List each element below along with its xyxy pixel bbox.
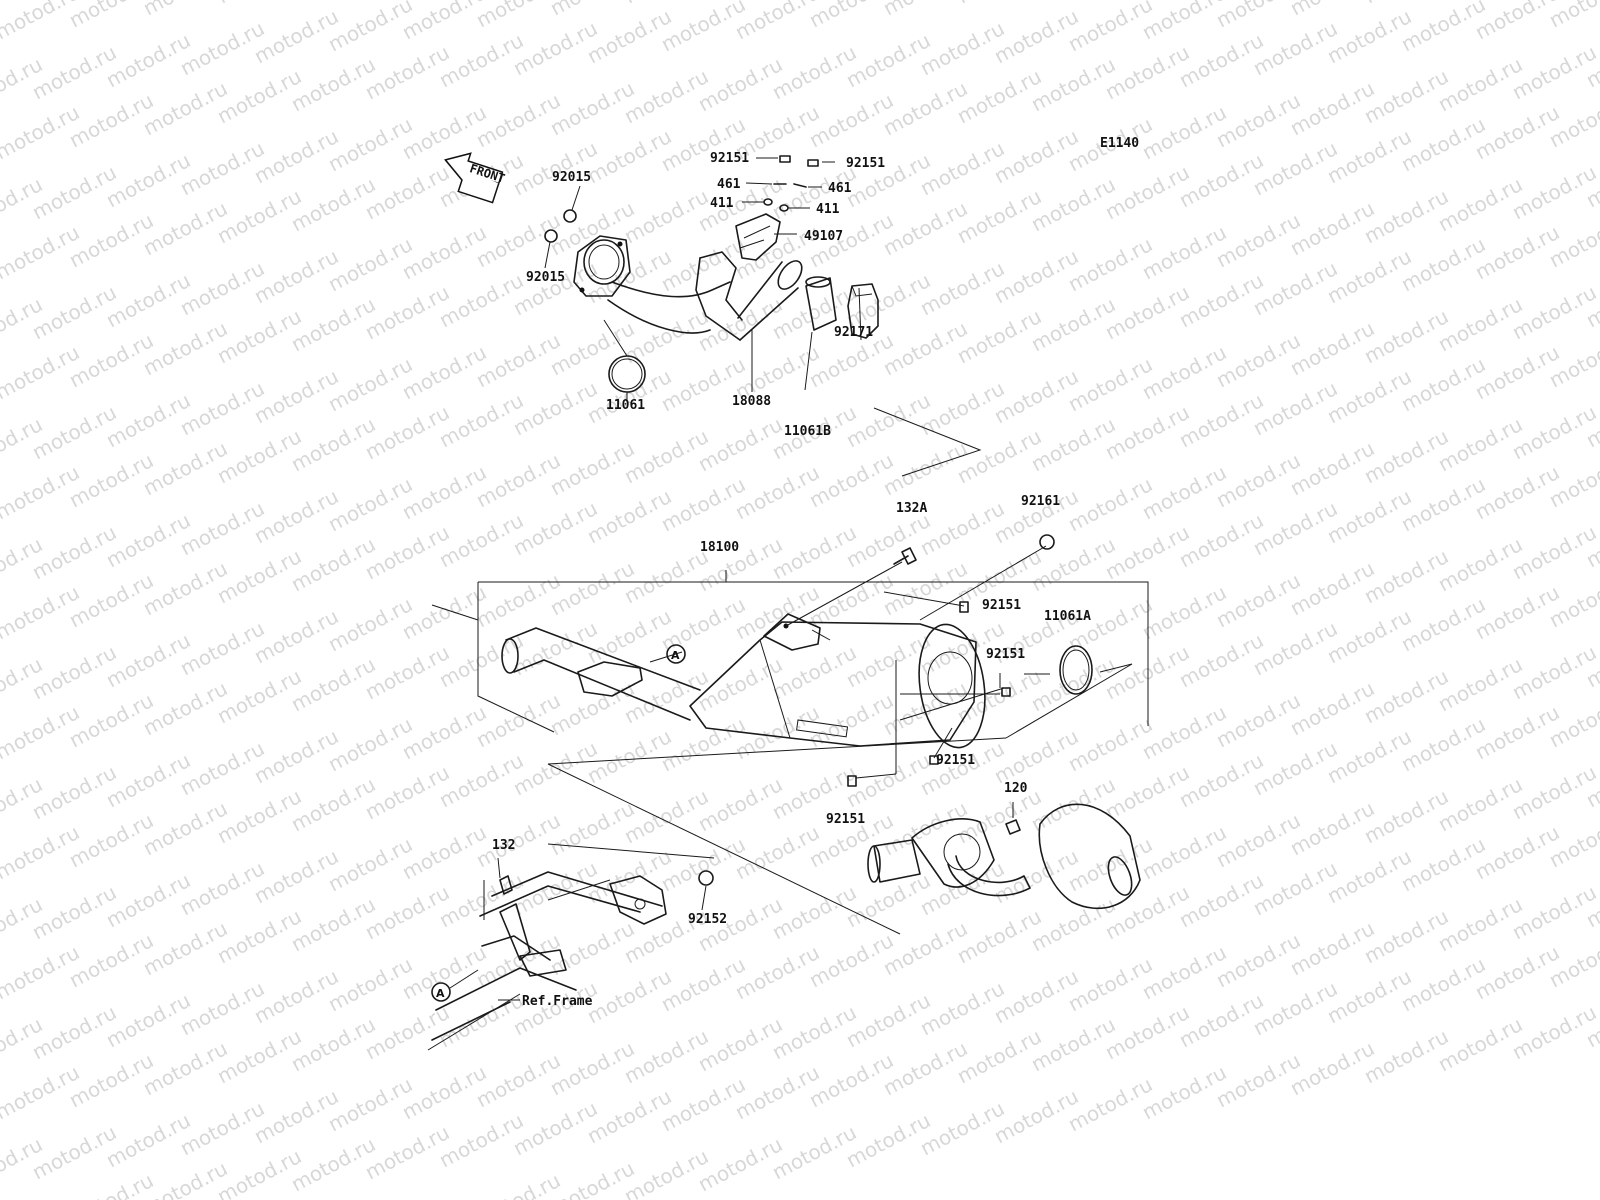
label-132: 132 [492,838,515,853]
label-411-left: 411 [710,196,734,211]
tailpipe-assembly [867,802,1141,910]
label-132a: 132A [896,501,927,516]
watermark-text: motod.ru [953,0,1045,8]
label-92151-c: 92151 [936,753,975,768]
label-92015-top: 92015 [552,170,591,185]
label-411-right: 411 [816,202,840,217]
watermark-text: motod.ru [546,0,638,20]
svg-text:A: A [671,649,680,662]
label-11061a: 11061A [1044,609,1091,624]
label-92161: 92161 [1021,494,1060,509]
watermark-text: motod.ru [65,1168,157,1200]
watermark-text: motod.ru [1286,0,1378,20]
label-92015-bottom: 92015 [526,270,565,285]
clamp-92171 [847,283,879,339]
svg-text:A: A [436,987,445,1000]
watermark-text: motod.ru [472,1168,564,1200]
fasteners-muffler [847,534,1093,787]
label-92151-right: 92151 [846,156,885,171]
frame-detail [427,843,715,1051]
watermark-text: motod.ru [620,0,712,8]
label-92151-left: 92151 [710,151,749,166]
label-92171: 92171 [834,325,873,340]
label-49107: 49107 [804,229,843,244]
link-pipe [737,260,803,341]
watermark-text: motod.ru [879,0,971,20]
label-92151-a: 92151 [982,598,1021,613]
part-labels: 92151 92151 461 461 411 411 49107 92015 … [492,151,1091,927]
muffler-assembly [431,545,1149,935]
label-11061: 11061 [606,398,645,413]
marker-a-lower: A [431,969,479,1002]
watermark-text: motod.ru [213,0,305,8]
label-92151-d: 92151 [826,812,865,827]
label-18088: 18088 [732,394,771,409]
label-461-right: 461 [828,181,852,196]
label-18100: 18100 [700,540,739,555]
watermark-text: motod.ru [1360,0,1452,8]
ref-frame-label: Ref.Frame [522,994,593,1009]
label-92151-b: 92151 [986,647,1025,662]
label-120: 120 [1004,781,1028,796]
header-pipe [607,251,743,341]
gasket-sleeve-11061b [805,276,837,331]
leader-lines-upper [544,157,982,477]
exhaust-flange [573,235,631,297]
label-92152: 92152 [688,912,727,927]
front-arrow-icon: FRONT [444,152,507,204]
label-461-left: 461 [717,177,741,192]
label-11061b: 11061B [784,424,831,439]
heat-guard [735,213,781,261]
gasket-nuts [544,209,577,243]
watermark-text: motod.ru [139,0,231,20]
marker-a-upper: A [666,644,686,664]
diagram-code: E1140 [1100,136,1139,151]
